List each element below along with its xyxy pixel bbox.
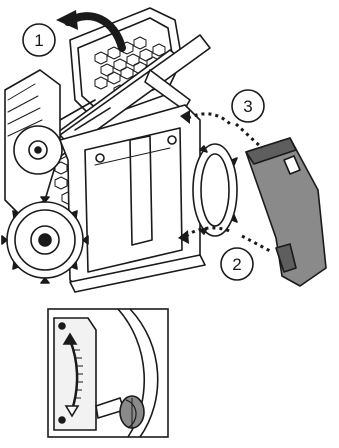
step-1-callout: 1 [23, 24, 55, 56]
front-wheel-left [14, 126, 62, 174]
step-3-callout: 3 [232, 90, 264, 122]
rear-discharge-cover [246, 138, 326, 286]
step-3-label: 3 [243, 97, 252, 116]
step-1-label: 1 [34, 31, 43, 50]
step-2-label: 2 [232, 255, 241, 274]
rear-wheel-right [193, 144, 237, 236]
step-2-callout: 2 [221, 248, 253, 280]
detail-inset [48, 309, 168, 437]
